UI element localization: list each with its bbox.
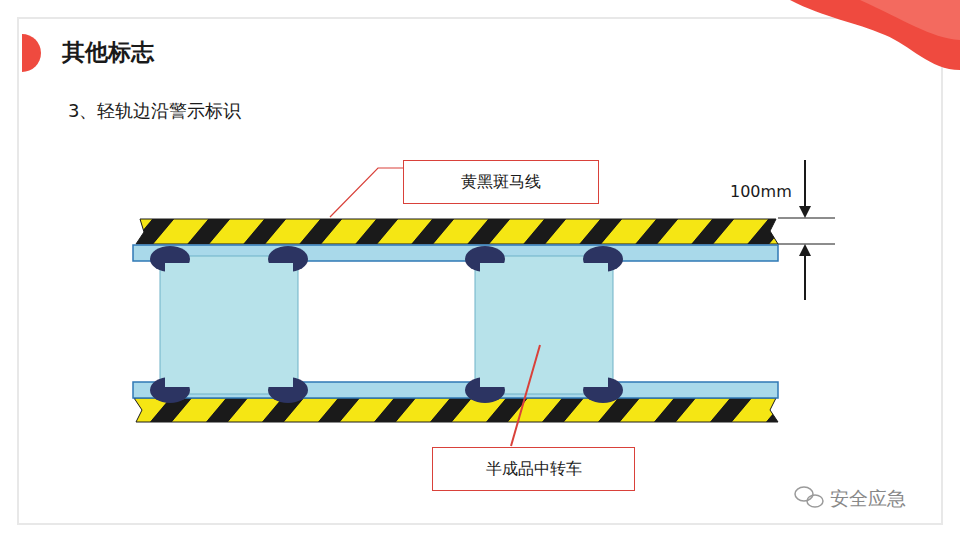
dimension-arrow bbox=[804, 160, 806, 208]
corner-decoration bbox=[790, 0, 960, 70]
callout-box: 黄黑斑马线 bbox=[403, 160, 599, 204]
leader-line bbox=[511, 345, 540, 446]
leader-line bbox=[330, 168, 403, 217]
wechat-icon bbox=[795, 487, 823, 507]
dimension-arrowhead bbox=[799, 206, 811, 218]
callout-text: 半成品中转车 bbox=[486, 459, 582, 480]
corner-decoration bbox=[860, 0, 960, 40]
slide-title: 其他标志 bbox=[62, 37, 154, 68]
dimension-tick bbox=[778, 244, 835, 245]
callout-text: 黄黑斑马线 bbox=[461, 172, 541, 193]
slide-frame bbox=[18, 18, 942, 524]
cart bbox=[150, 246, 308, 403]
zebra-band bbox=[136, 219, 778, 244]
title-marker bbox=[22, 34, 41, 72]
cart bbox=[465, 246, 623, 403]
dimension-arrow bbox=[804, 254, 806, 300]
dimension-arrowhead bbox=[799, 244, 811, 256]
dimension-label: 100mm bbox=[730, 182, 792, 201]
callout-box: 半成品中转车 bbox=[432, 447, 635, 491]
subtitle: 3、轻轨边沿警示标识 bbox=[68, 99, 241, 123]
dimension-tick bbox=[778, 218, 835, 219]
zebra-band bbox=[134, 398, 778, 422]
watermark: 安全应急 bbox=[830, 486, 906, 512]
